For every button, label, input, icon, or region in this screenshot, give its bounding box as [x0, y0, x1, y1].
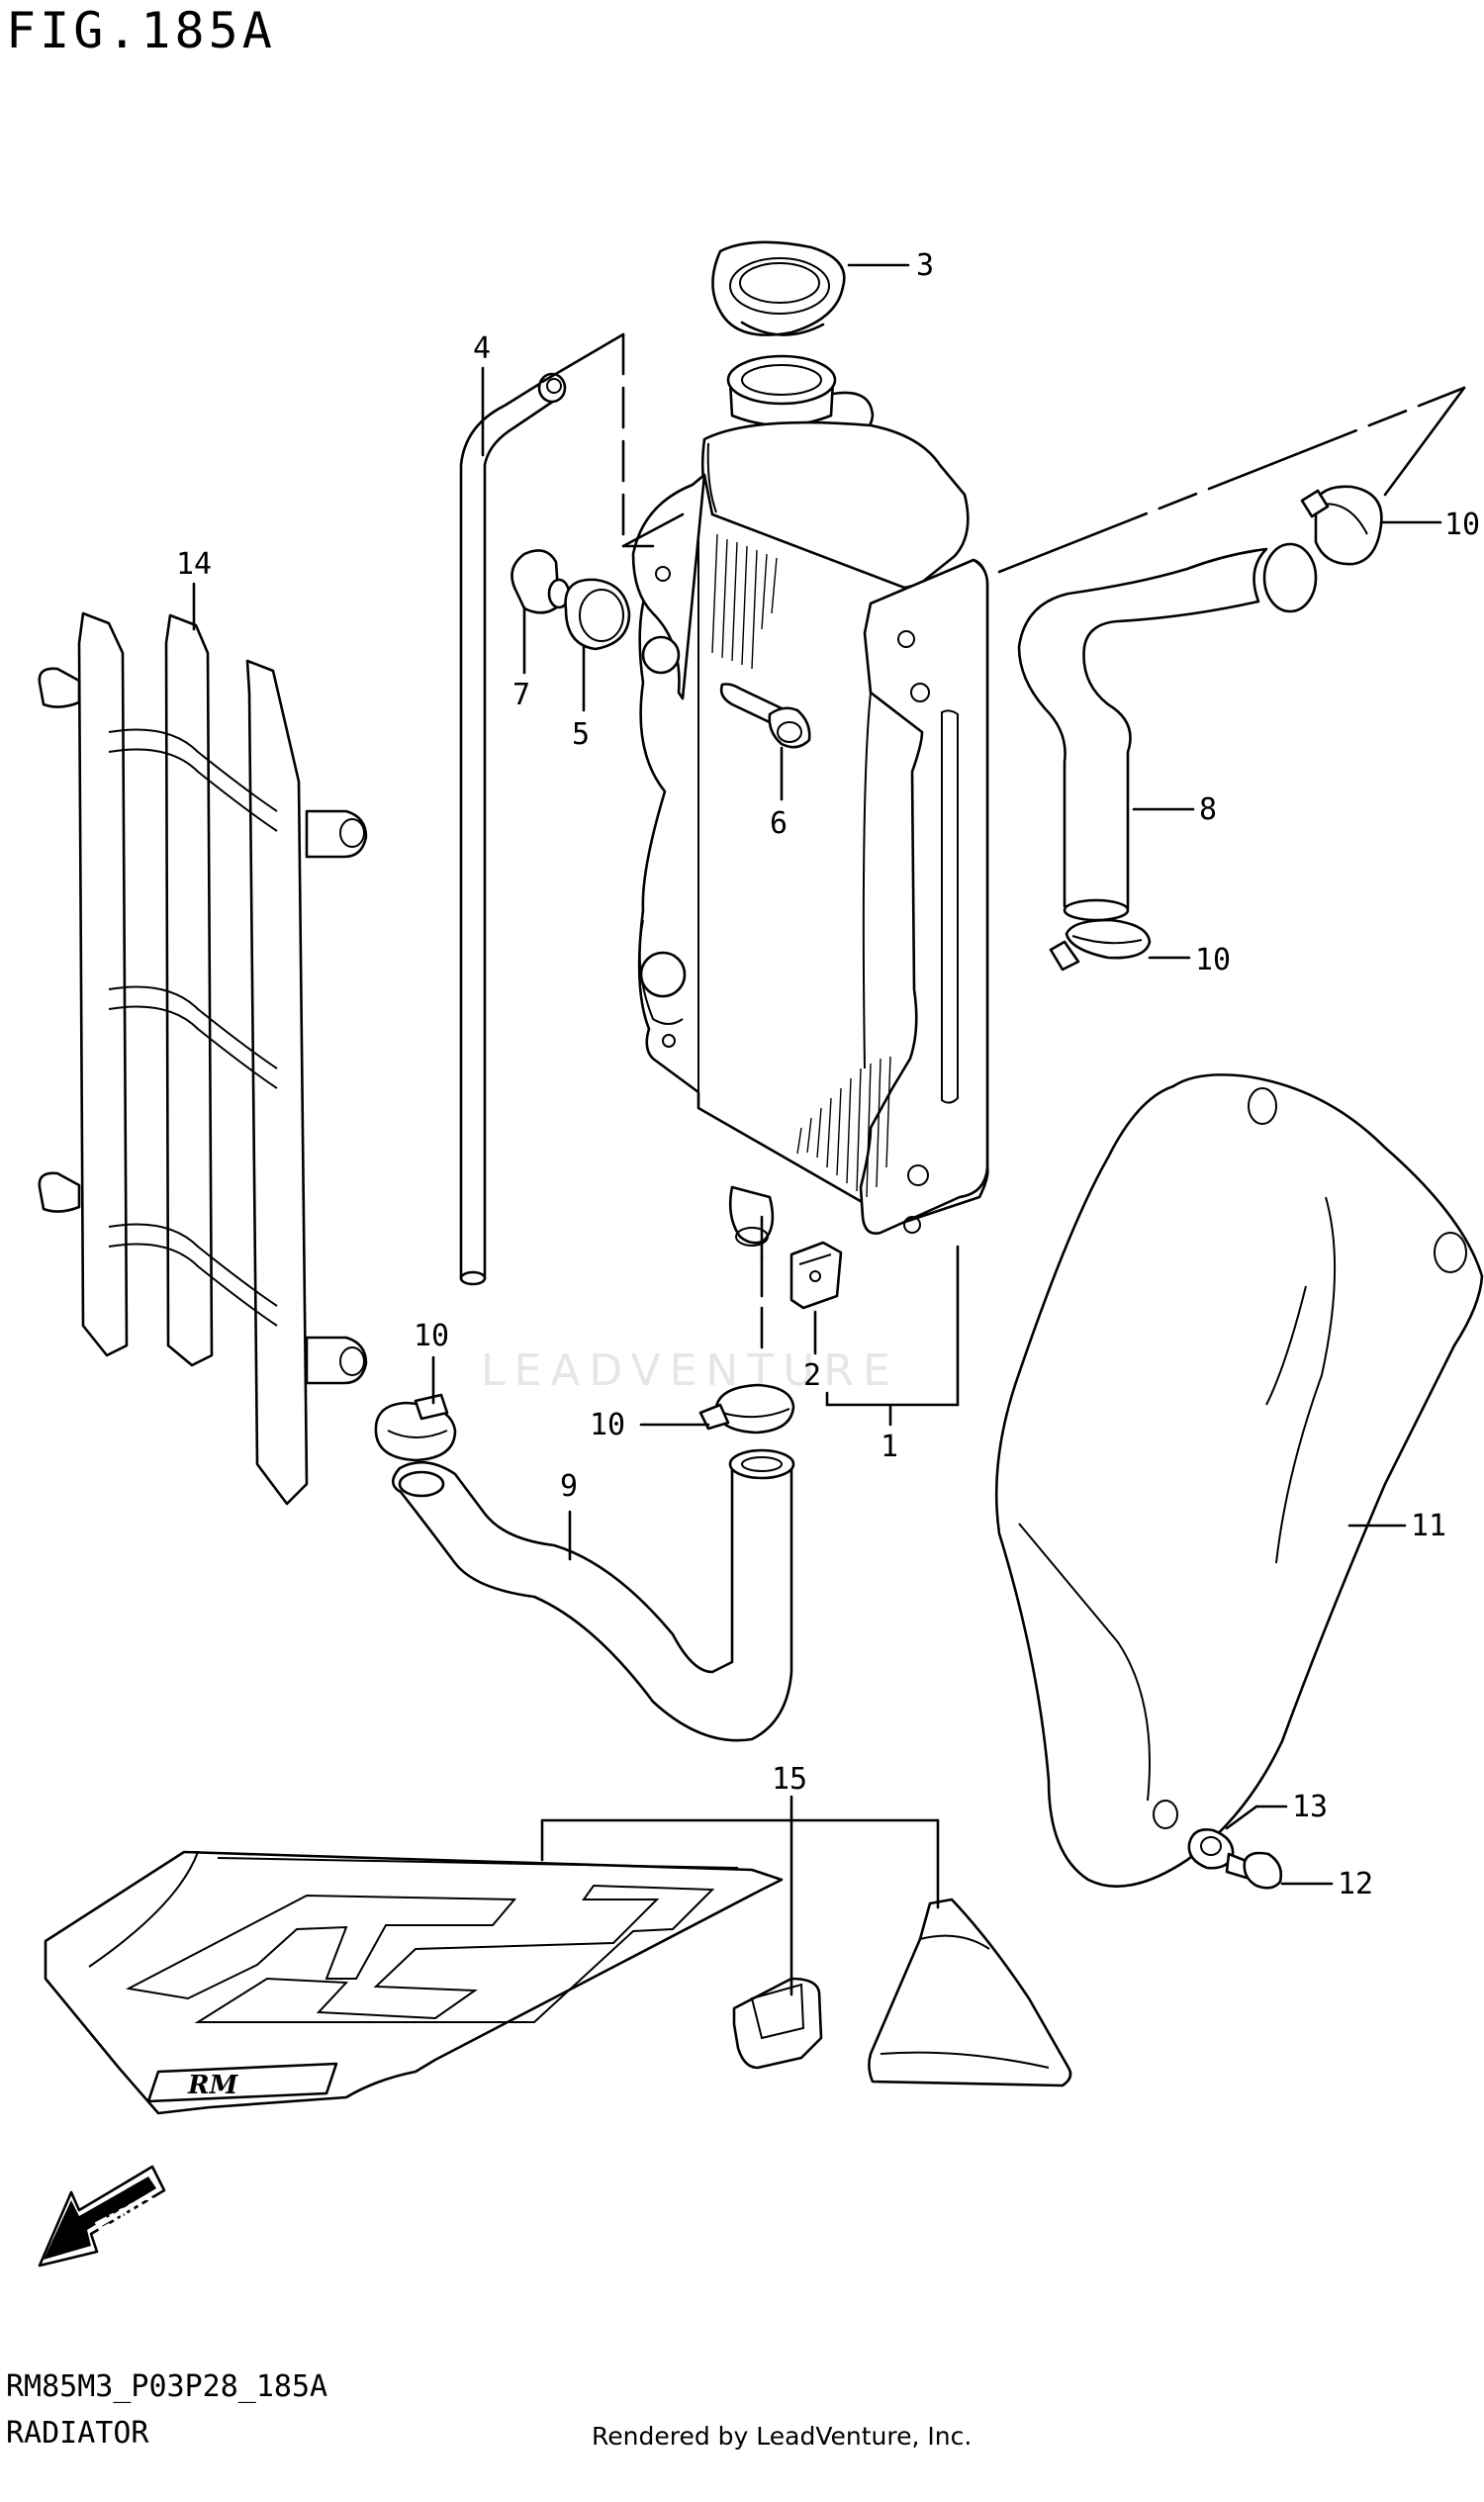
radiator-core[interactable] [631, 354, 989, 1247]
hose-clamp-10-left[interactable] [374, 1393, 457, 1462]
callout-11: 11 [1411, 1509, 1446, 1543]
rendered-by: Rendered by LeadVenture, Inc. [592, 2422, 973, 2451]
callout-14: 14 [176, 547, 212, 582]
callout-10-middle-right: 10 [1195, 943, 1231, 977]
bolt-12[interactable] [1225, 1851, 1283, 1890]
radiator-hose-9[interactable] [391, 1448, 795, 1742]
callout-6: 6 [770, 806, 788, 841]
hose-clamp-10-upper-right[interactable] [1300, 485, 1383, 566]
section-name: RADIATOR [6, 2416, 149, 2451]
radiator-shroud-11[interactable] [994, 1073, 1484, 1888]
callout-12: 12 [1338, 1867, 1373, 1901]
radiator-guard-14[interactable] [38, 611, 368, 1506]
watermark: LEADVENTURE [481, 1345, 899, 1396]
number-plate-15-small[interactable] [732, 1977, 823, 2070]
callout-1: 1 [881, 1430, 898, 1464]
callout-labels: 3 4 7 5 6 8 10 10 10 10 2 1 9 11 13 12 1… [176, 248, 1480, 1901]
washer-13[interactable] [1187, 1828, 1235, 1870]
callout-10-upper-right: 10 [1444, 508, 1480, 542]
hose-clamp-10-center[interactable] [698, 1383, 795, 1435]
fwd-arrow: FWD [38, 2165, 166, 2268]
grommet-5[interactable] [564, 578, 631, 651]
hose-clamp-10-middle-right[interactable] [1049, 918, 1152, 972]
callout-13: 13 [1292, 1790, 1328, 1824]
leader-lines [192, 263, 1466, 1996]
figure-title: FIG.185A [6, 2, 276, 59]
shroud-logo-text: RM [187, 2071, 239, 2100]
grommet-cap-7[interactable] [510, 549, 571, 614]
clip-nut-2[interactable] [789, 1241, 843, 1310]
callout-10-center: 10 [590, 1408, 625, 1442]
diagram-code: RM85M3_P03P28_185A [6, 2369, 328, 2404]
callout-9: 9 [560, 1469, 578, 1504]
radiator-cap[interactable] [711, 240, 846, 336]
callout-2: 2 [803, 1358, 821, 1393]
callout-8: 8 [1199, 792, 1217, 827]
number-plate-15-large[interactable] [868, 1898, 1072, 2087]
callout-7: 7 [512, 678, 530, 712]
radiator-hose-8[interactable] [1017, 542, 1318, 922]
bolt-6[interactable] [719, 683, 811, 749]
callout-3: 3 [916, 248, 934, 283]
callout-15: 15 [772, 1762, 807, 1797]
side-shroud-panel[interactable]: RM [44, 1850, 784, 2115]
callout-5: 5 [572, 717, 590, 752]
callout-4: 4 [473, 331, 491, 366]
radiator-hose-4[interactable] [459, 372, 567, 1286]
callout-10-left: 10 [414, 1319, 449, 1353]
